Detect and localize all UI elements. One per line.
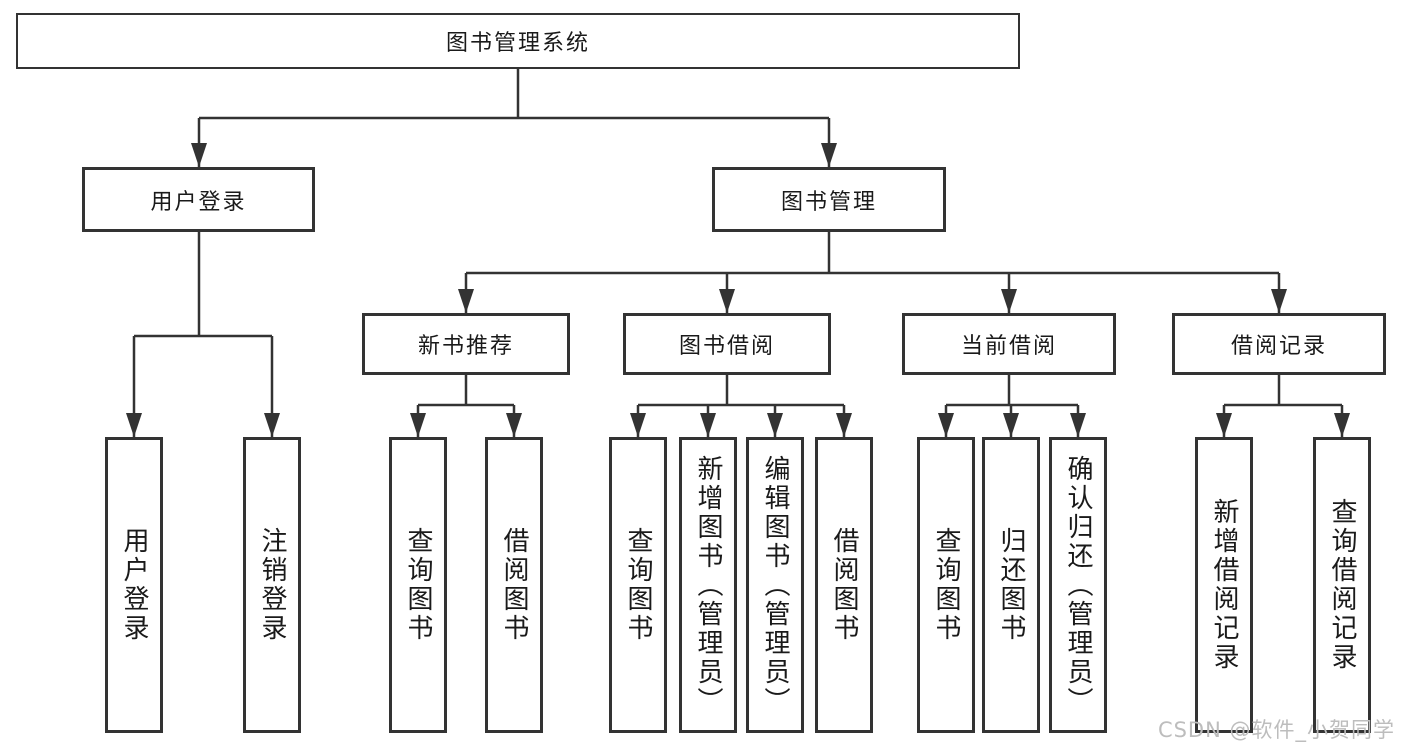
- leaf-return-books: 归还图书: [982, 437, 1040, 733]
- leaf-label: 归还图书: [996, 527, 1026, 643]
- leaf-add-books-admin: 新增图书（管理员）: [679, 437, 737, 733]
- leaf-label: 查询图书: [403, 527, 433, 643]
- leaf-query-books-recommend: 查询图书: [389, 437, 447, 733]
- leaf-label: 借阅图书: [829, 527, 859, 643]
- csdn-watermark: CSDN @软件_小贺同学: [1157, 718, 1395, 742]
- leaf-add-borrow-record: 新增借阅记录: [1195, 437, 1253, 733]
- leaf-label: 新增图书（管理员）: [693, 454, 723, 716]
- leaf-label: 借阅图书: [499, 527, 529, 643]
- leaf-query-books-current: 查询图书: [917, 437, 975, 733]
- leaf-label: 查询借阅记录: [1327, 498, 1357, 672]
- leaf-label: 用户登录: [119, 527, 149, 643]
- leaf-label: 查询图书: [623, 527, 653, 643]
- leaf-borrow-books: 借阅图书: [815, 437, 873, 733]
- node-label: 图书管理: [780, 189, 877, 215]
- node-label: 当前借阅: [960, 334, 1057, 359]
- node-label: 新书推荐: [417, 334, 514, 359]
- leaf-label: 确认归还（管理员）: [1063, 454, 1093, 716]
- leaf-label: 新增借阅记录: [1209, 498, 1239, 672]
- node-new-book-recommend: 新书推荐: [362, 313, 570, 375]
- node-label: 借阅记录: [1230, 334, 1327, 359]
- leaf-user-login: 用户登录: [105, 437, 163, 733]
- node-borrow-records: 借阅记录: [1172, 313, 1386, 375]
- node-library-management-system: 图书管理系统: [16, 13, 1020, 69]
- node-book-borrow: 图书借阅: [623, 313, 831, 375]
- leaf-borrow-books-recommend: 借阅图书: [485, 437, 543, 733]
- node-label: 图书借阅: [678, 334, 775, 359]
- leaf-label: 编辑图书（管理员）: [760, 454, 790, 716]
- node-book-management: 图书管理: [712, 167, 946, 232]
- leaf-label: 注销登录: [257, 527, 287, 643]
- node-user-login: 用户登录: [82, 167, 315, 232]
- node-label: 用户登录: [150, 189, 247, 215]
- leaf-confirm-return-admin: 确认归还（管理员）: [1049, 437, 1107, 733]
- leaf-label: 查询图书: [931, 527, 961, 643]
- leaf-logout: 注销登录: [243, 437, 301, 733]
- node-label: 图书管理系统: [445, 31, 590, 56]
- node-current-borrow: 当前借阅: [902, 313, 1116, 375]
- leaf-query-borrow-record: 查询借阅记录: [1313, 437, 1371, 733]
- leaf-edit-books-admin: 编辑图书（管理员）: [746, 437, 804, 733]
- leaf-query-books-borrow: 查询图书: [609, 437, 667, 733]
